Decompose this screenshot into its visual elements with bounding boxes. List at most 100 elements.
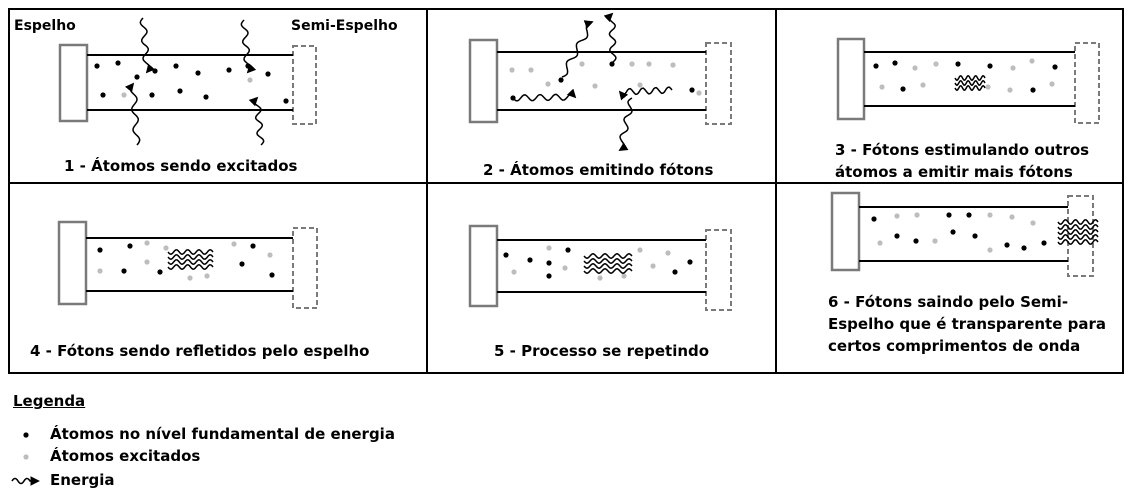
photon-arrow [1057,219,1099,225]
excited-atom [1010,65,1016,71]
ground-atom [558,77,564,83]
ground-atom [265,71,271,77]
legend-ground-atom-icon [23,432,29,438]
excited-atom [562,265,568,271]
panel-1-drawing [58,43,317,125]
ground-atom [503,252,509,258]
ground-atom [127,243,133,249]
ground-atom [1052,64,1058,70]
panel-1-caption: 1 - Átomos sendo excitados [64,157,298,175]
grid-divider [426,10,428,372]
excited-atom [629,61,635,67]
legend-excited-atom-icon [23,454,29,460]
excited-atom [914,212,920,218]
legend-label: Energia [50,470,115,489]
legend-energy-icon [11,476,40,486]
photon-arrow [1057,224,1099,230]
ground-atom [873,63,879,69]
ground-atom [913,238,919,244]
ground-atom [269,272,275,278]
excited-atom [579,61,585,67]
excited-atom [696,90,702,96]
legend-item: Átomos no nível fundamental de energia [44,424,395,443]
ground-atom [157,269,163,275]
photon-arrow [618,86,673,101]
ground-atom [546,260,552,266]
photon-arrow [167,249,214,255]
excited-atom [144,240,150,246]
mirror [468,224,499,308]
ground-atom [1021,245,1027,251]
excited-atom [546,245,552,251]
semi-mirror [1074,42,1100,124]
panel-3-drawing [836,37,1100,124]
grid-divider [10,182,1122,184]
ground-atom [134,74,140,80]
ground-atom [987,63,993,69]
excited-atom [597,275,603,281]
photon-arrow [954,85,986,91]
photon-arrow [167,259,214,265]
photon-arrow [954,80,986,86]
excited-atom [144,259,150,265]
semi-mirror [292,45,317,125]
legend-label: Átomos no nível fundamental de energia [50,424,395,443]
photon-arrow [139,17,156,74]
ground-atom [972,233,978,239]
excited-atom [894,213,900,219]
ground-atom [203,94,209,100]
excited-atom [933,61,939,67]
excited-atom [920,82,926,88]
panel-4-drawing [57,220,318,309]
ground-atom [546,273,552,279]
photon-arrow [954,75,986,81]
ground-atom [1030,87,1036,93]
excited-atom [987,212,993,218]
photon-arrow [240,19,257,74]
excited-atom [247,77,253,83]
photon-arrow [512,88,577,102]
excited-atom [932,238,938,244]
semi-mirror [705,229,732,311]
mirror [58,43,89,123]
excited-atom [650,263,656,269]
mirror-label: Espelho [14,18,76,34]
ground-atom [689,87,695,93]
ground-atom [152,68,158,74]
photon-arrow [167,254,214,260]
excited-atom [121,92,127,98]
excited-atom [509,67,515,73]
ground-atom [527,257,533,263]
excited-atom [267,252,273,258]
ground-atom [173,63,179,69]
photon-arrow [583,263,633,269]
ground-atom [894,233,900,239]
panel-6-drawing [830,191,1094,277]
ground-atom [121,268,127,274]
photon-arrow [167,264,214,270]
excited-atom [646,61,652,67]
photon-arrow [1057,239,1099,245]
legend-item: Energia [44,470,115,489]
grid-divider [775,10,777,372]
excited-atom [985,84,991,90]
semi-mirror-label: Semi-Espelho [291,18,398,34]
photon-arrow [603,12,617,63]
excited-atom [637,247,643,253]
ground-atom [966,212,972,218]
ground-atom [100,92,106,98]
ground-atom [94,63,100,69]
ground-atom [955,61,961,67]
mirror [57,220,88,306]
legend-item: Átomos excitados [44,446,200,465]
photon-arrow [583,268,633,274]
ground-atom [687,259,693,265]
photon-arrow [583,258,633,264]
ground-atom [609,61,615,67]
diagram-grid [8,8,1124,374]
ground-atom [900,86,906,92]
panel-6-caption: 6 - Fótons saindo pelo Semi-Espelho que … [828,293,1106,355]
excited-atom [912,65,918,71]
photon-arrow [248,96,265,146]
